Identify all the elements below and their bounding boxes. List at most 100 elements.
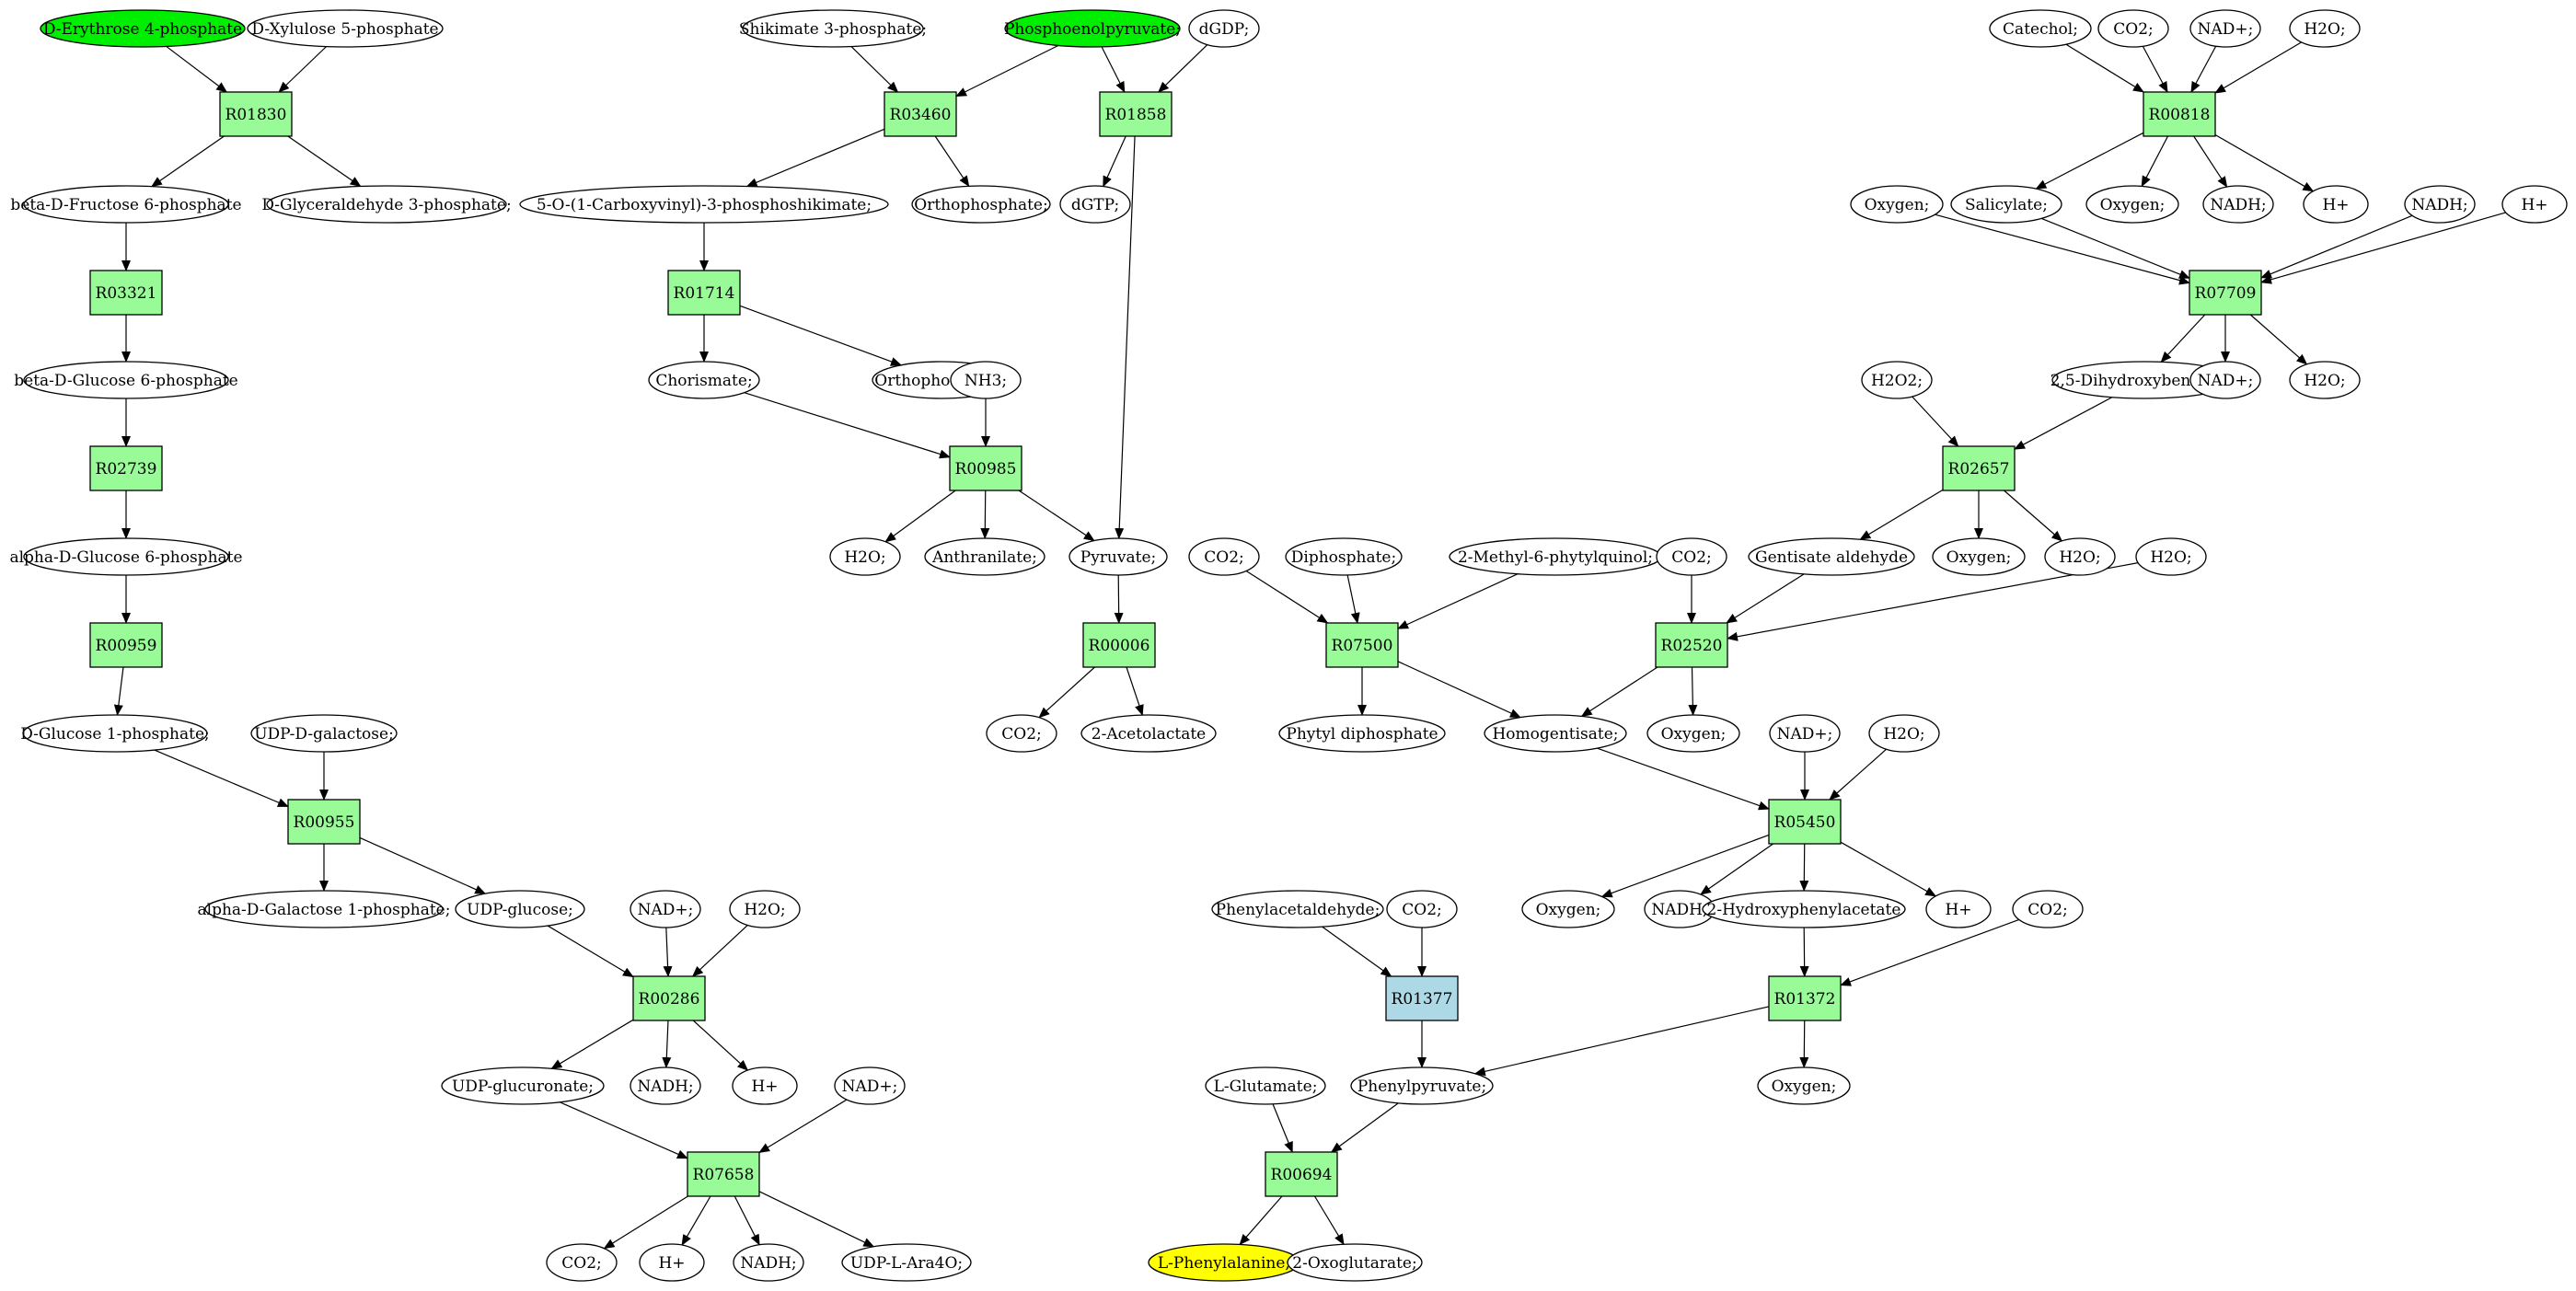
compound-shape [1757, 1066, 1851, 1105]
compound-shape [2097, 9, 2169, 48]
compound-shape [733, 1243, 804, 1282]
compound-node-diphosphate: Diphosphate; [1285, 537, 1403, 576]
reaction-node-r03460: R03460 [884, 91, 957, 137]
edge-c1-r1 [166, 45, 228, 93]
compound-label: Phosphoenolpyruvate; [1004, 20, 1181, 39]
edge-c16-r7 [758, 1099, 848, 1153]
edge-r7-c18 [681, 1195, 711, 1246]
edge-r6-c13 [550, 1019, 634, 1069]
edge-c51-r16 [1346, 574, 1360, 624]
compound-label: L-Phenylalanine; [1158, 1254, 1290, 1273]
compound-shape [441, 1066, 605, 1105]
compound-label: Phenylacetaldehyde; [1216, 901, 1380, 919]
compound-node-l-glutamate: L-Glutamate; [1205, 1066, 1326, 1105]
compound-node-h: H+ [639, 1243, 705, 1282]
compound-label: UDP-L-Ara4O; [850, 1254, 963, 1273]
edge-c52-r16 [1397, 573, 1519, 629]
edge-r5-c10 [359, 836, 487, 894]
compound-shape [1769, 714, 1841, 753]
reaction-label: R01377 [1392, 990, 1453, 1009]
compound-shape [834, 1066, 906, 1105]
compound-shape [23, 361, 229, 399]
reaction-box [1385, 975, 1459, 1021]
compound-label: Oxygen; [1946, 548, 2012, 567]
compound-node-oxygen: Oxygen; [1521, 890, 1615, 928]
compound-shape [1069, 537, 1168, 576]
compound-label: UDP-D-galactose; [254, 725, 394, 743]
compound-label: D-Erythrose 4-phosphate [43, 20, 242, 39]
edge-r20-c72 [1799, 1020, 1809, 1069]
compound-shape [1278, 714, 1446, 753]
compound-shape [1656, 537, 1727, 576]
compound-shape [2044, 537, 2116, 576]
edge-c47-r15 [2014, 397, 2113, 450]
compound-label: 2-Methyl-6-phytylquinol; [1458, 548, 1653, 567]
compound-label: CO2; [2027, 901, 2068, 919]
compound-shape [2085, 185, 2179, 224]
compound-shape [639, 1243, 705, 1282]
compound-node-phosphoenolpyruvate: Phosphoenolpyruvate; [1004, 9, 1181, 48]
edge-r15-c54 [1859, 489, 1944, 540]
compound-shape [630, 890, 701, 928]
compound-label: dGDP; [1199, 20, 1250, 39]
edge-r14-c49 [2249, 314, 2308, 365]
compound-node-h2o: H2O; [1868, 714, 1940, 753]
reaction-node-r02739: R02739 [89, 445, 163, 491]
edge-c65-r20 [1799, 927, 1809, 977]
edge-r9-c32 [1115, 135, 1136, 540]
edge-c10-r6 [547, 925, 634, 978]
compound-shape [2189, 361, 2261, 399]
edge-c11-r6 [663, 927, 673, 977]
edge-c45-r14 [2260, 212, 2506, 284]
compound-label: H2O; [2150, 548, 2191, 567]
compound-node-h2o: H2O; [2289, 361, 2361, 399]
compound-shape [23, 185, 229, 224]
reaction-label: R01714 [674, 284, 735, 303]
reaction-box [89, 622, 163, 668]
compound-node-h2o: H2O; [829, 537, 901, 576]
edge-r9-c26 [1103, 135, 1126, 188]
edge-c44-r14 [2260, 214, 2413, 279]
edge-c7-r5 [154, 749, 289, 808]
reaction-box [1325, 622, 1399, 668]
edge-r16-c59 [1397, 661, 1521, 719]
reaction-node-r01372: R01372 [1768, 975, 1842, 1021]
compound-shape [1205, 1066, 1326, 1105]
edge-r7-c19 [734, 1195, 760, 1246]
compound-label: NADH; [1651, 901, 1707, 919]
compound-label: CO2; [561, 1254, 602, 1273]
edge-c59-r18 [1597, 747, 1770, 811]
edge-c70-r21 [1272, 1103, 1293, 1153]
compound-label: H2O2; [1871, 372, 1923, 390]
reaction-label: R05450 [1774, 813, 1836, 832]
reaction-node-r00985: R00985 [949, 445, 1022, 491]
compound-label: H2O; [1883, 725, 1924, 743]
compound-label: NADH; [2210, 196, 2266, 214]
compound-label: CO2; [1204, 548, 1244, 567]
compound-node-beta-d-glucose-6-phosphate: beta-D-Glucose 6-phosphate [14, 361, 238, 399]
reaction-box [632, 975, 706, 1021]
edge-c62-r18 [1829, 748, 1888, 801]
compound-node-d-glyceraldehyde-3-phosphate: D-Glyceraldehyde 3-phosphate; [261, 185, 512, 224]
reaction-label: R01372 [1774, 990, 1836, 1009]
edge-r11-c31 [980, 490, 990, 540]
compound-node-dgdp: dGDP; [1188, 9, 1260, 48]
compound-label: D-Glyceraldehyde 3-phosphate; [261, 196, 511, 214]
compound-shape [1950, 185, 2062, 224]
compound-label: NH3; [965, 372, 1007, 390]
reaction-box [687, 1151, 760, 1197]
reaction-label: R03460 [890, 106, 952, 124]
compound-label: NAD+; [638, 901, 694, 919]
compound-shape [1285, 537, 1403, 576]
compound-node-salicylate: Salicylate; [1950, 185, 2062, 224]
edge-r17-c60 [1688, 666, 1698, 717]
edge-c54-r17 [1726, 573, 1805, 624]
compound-label: Phytyl diphosphate [1286, 725, 1438, 743]
reaction-box [2143, 91, 2216, 137]
compound-node-co2: CO2; [2012, 890, 2084, 928]
compound-label: NAD+; [2198, 372, 2254, 390]
compound-node-oxygen: Oxygen; [1932, 537, 2026, 576]
edge-c57-r17 [1727, 562, 2139, 641]
